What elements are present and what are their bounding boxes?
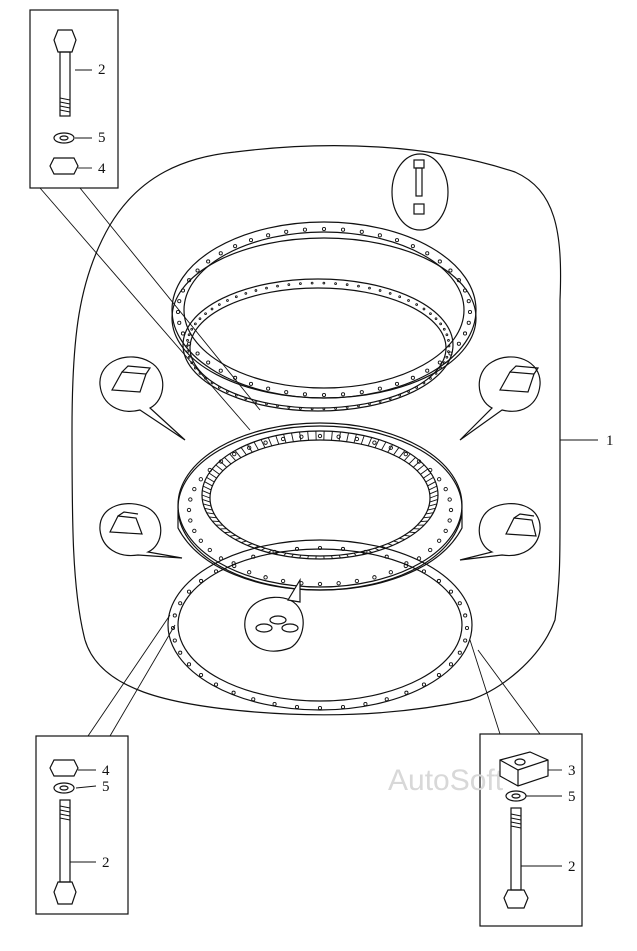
- wedge-detail-left-upper: [100, 357, 185, 440]
- callout-bl-bolt: 2: [102, 855, 110, 871]
- nut-icon: [50, 158, 78, 174]
- bolt-shank-icon: [60, 800, 70, 882]
- wedge-detail-right-upper: [460, 357, 540, 440]
- callout-br-bolt: 2: [568, 859, 576, 875]
- callout-assembly: 1: [606, 433, 614, 449]
- bolt-head-icon: [54, 30, 76, 52]
- callout-br-washer: 5: [568, 789, 576, 805]
- nut-icon: [50, 760, 78, 776]
- roller-detail: [245, 580, 303, 651]
- inset-bottom-left: 4 5 2: [36, 615, 175, 914]
- washer-icon: [54, 133, 74, 143]
- wedge-detail-left-lower: [100, 504, 182, 558]
- watermark: AutoSoft: [388, 764, 504, 797]
- washer-icon: [506, 791, 526, 801]
- callout-bl-nut: 4: [102, 763, 110, 779]
- callout-tl-nut: 4: [98, 161, 106, 177]
- block-icon: [500, 752, 548, 786]
- upper-flange-ring: [172, 222, 476, 398]
- bolt-head-icon: [54, 882, 76, 904]
- bolt-shank-icon: [511, 808, 521, 890]
- washer-icon: [54, 783, 74, 793]
- callout-br-block: 3: [568, 763, 576, 779]
- bolt-head-icon: [504, 890, 528, 908]
- bolt-detail-bubble: [392, 154, 448, 230]
- callout-bl-washer: 5: [102, 779, 110, 795]
- inset-bottom-right: AutoSoft 3 5 2: [388, 640, 582, 926]
- callout-tl-washer: 5: [98, 130, 106, 146]
- wedge-detail-right-lower: [460, 504, 540, 560]
- callout-tl-bolt: 2: [98, 62, 106, 78]
- slewing-gear-ring: [178, 423, 462, 590]
